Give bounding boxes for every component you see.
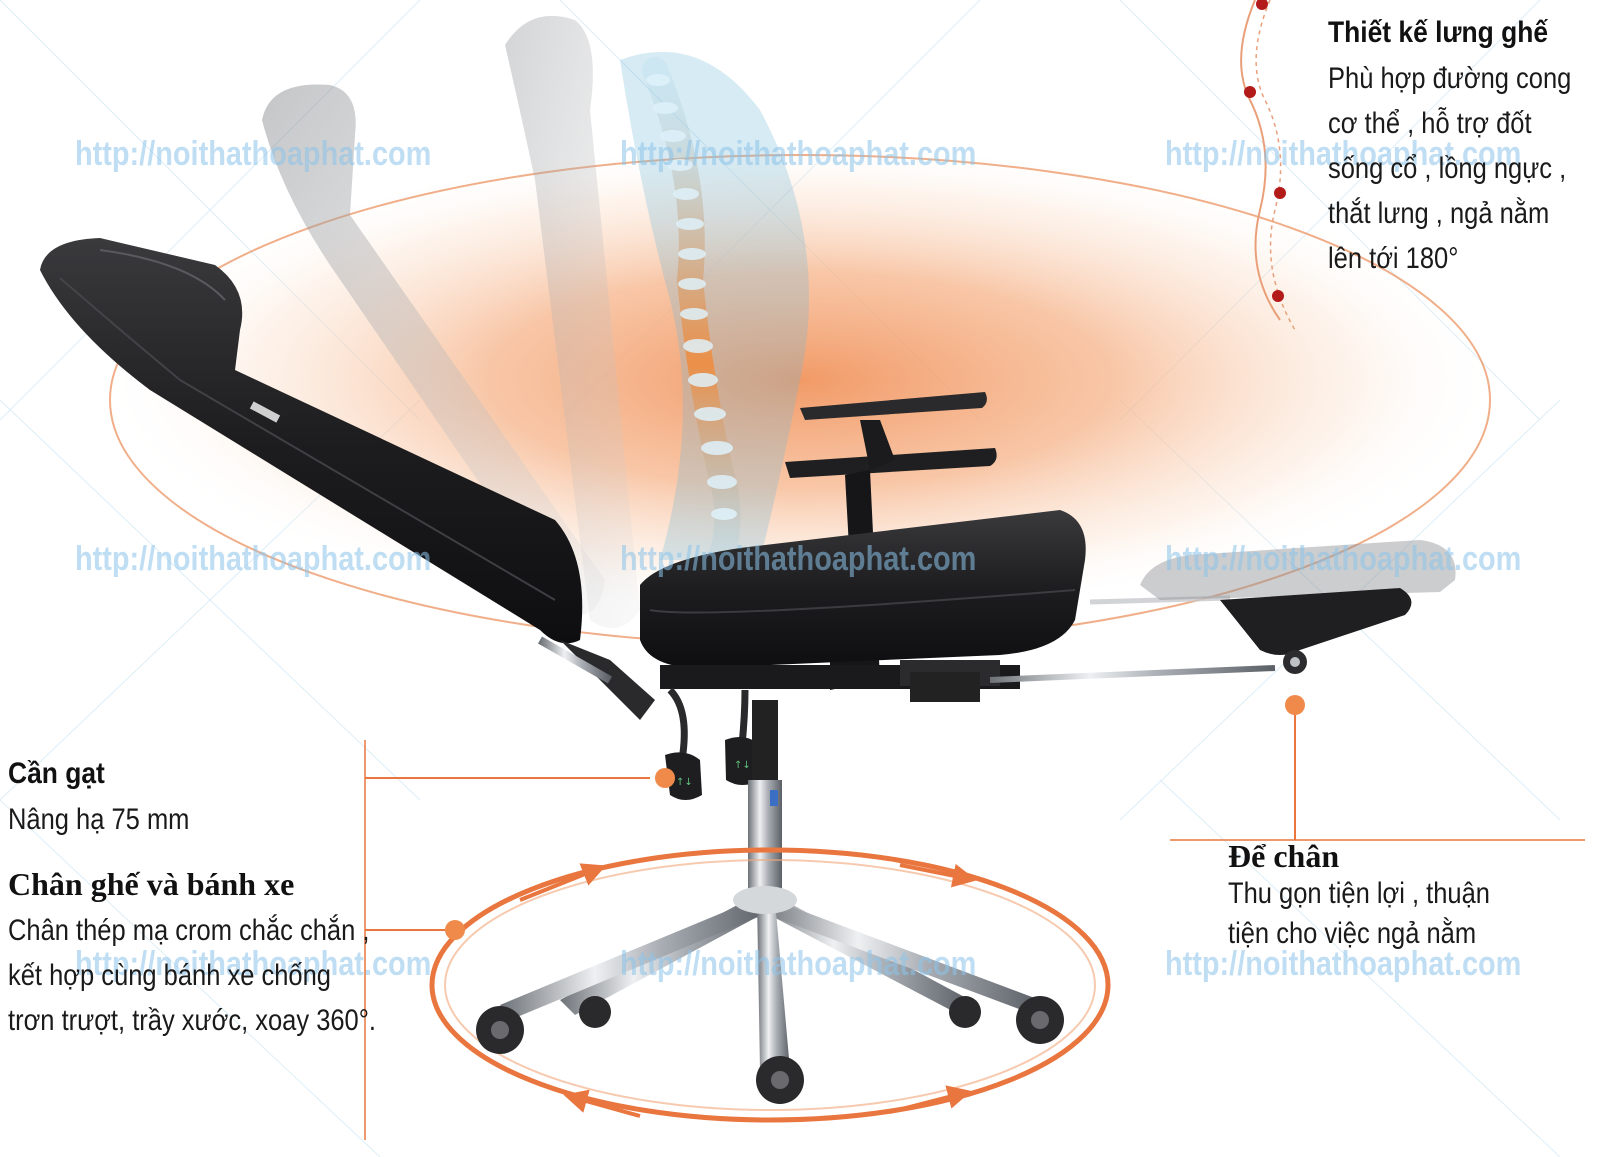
lever-title: Cần gạt: [8, 757, 105, 790]
backrest-line-4: thắt lưng , ngả nằm: [1328, 197, 1550, 230]
svg-text:↑↓: ↑↓: [734, 760, 751, 771]
watermark-9: http://noithathoaphat.com: [1165, 945, 1522, 983]
rotation-arrows-icon: [429, 847, 1111, 1123]
ghost-backrest-2: [505, 15, 640, 628]
base-description: Chân thép mạ crom chắc chắn , kết hợp cù…: [8, 908, 376, 1043]
watermark-2: http://noithathoaphat.com: [620, 135, 977, 173]
base-title: Chân ghế và bánh xe: [8, 866, 295, 902]
footrest-description: Thu gọn tiện lợi , thuận tiện cho việc n…: [1228, 874, 1490, 954]
chair-backrest: [40, 238, 655, 720]
backrest-line-1: Phù hợp đường cong: [1328, 62, 1572, 95]
watermark-4: http://noithathoaphat.com: [75, 540, 432, 578]
callout-dots: [445, 695, 1305, 940]
backrest-line-2: cơ thể , hỗ trợ đốt: [1328, 107, 1532, 140]
chair-levers: ↑↓ ↑↓: [665, 687, 760, 800]
spine-icon: [620, 51, 809, 573]
base-line-1: Chân thép mạ crom chắc chắn ,: [8, 914, 370, 947]
base-line-2: kết hợp cùng bánh xe chống: [8, 959, 331, 992]
backrest-description: Phù hợp đường cong cơ thể , hỗ trợ đốt s…: [1328, 56, 1571, 281]
backrest-line-5: lên tới 180°: [1328, 242, 1459, 275]
chair-base: [476, 886, 1064, 1104]
spine-curve-dots-icon: [1240, 0, 1296, 331]
callout-lines: [364, 705, 1585, 1140]
watermark-7: http://noithathoaphat.com: [75, 945, 432, 983]
svg-text:↑↓: ↑↓: [676, 777, 693, 788]
watermark-8: http://noithathoaphat.com: [620, 945, 977, 983]
footrest-title: Để chân: [1228, 838, 1340, 874]
watermark-3: http://noithathoaphat.com: [1165, 135, 1522, 173]
gas-lift: [752, 700, 778, 780]
chair-footrest: [910, 540, 1456, 702]
watermark-1: http://noithathoaphat.com: [75, 135, 432, 173]
backrest-line-3: sống cổ , lồng ngực ,: [1328, 152, 1567, 185]
lever-line-1: Nâng hạ 75 mm: [8, 803, 190, 836]
footrest-line-1: Thu gọn tiện lợi , thuận: [1228, 877, 1490, 910]
backrest-title: Thiết kế lưng ghế: [1328, 16, 1549, 49]
watermark-5: http://noithathoaphat.com: [620, 540, 977, 578]
lever-description: Nâng hạ 75 mm: [8, 797, 189, 842]
ghost-backrest-1: [262, 84, 605, 616]
base-line-3: trơn trượt, trầy xước, xoay 360°.: [8, 1004, 377, 1037]
watermark-6: http://noithathoaphat.com: [1165, 540, 1522, 578]
footrest-line-2: tiện cho việc ngả nằm: [1228, 917, 1477, 950]
